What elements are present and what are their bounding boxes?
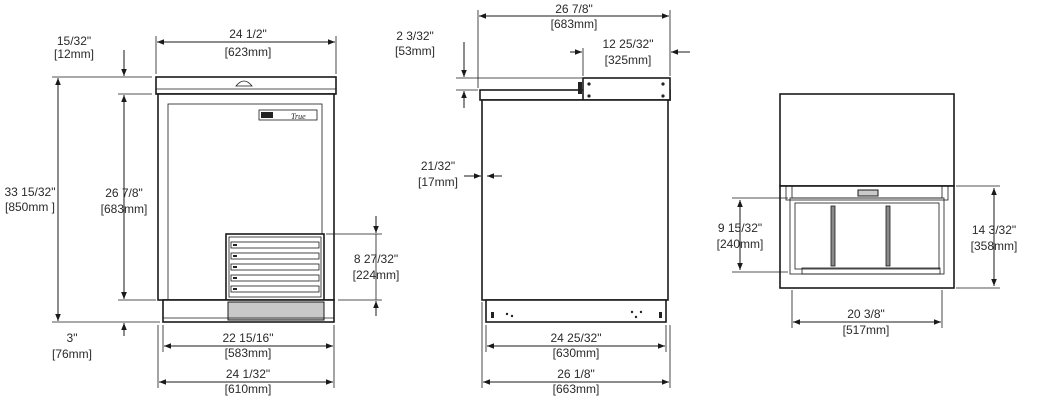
label-open-height-metric: [358mm] [971, 239, 1018, 253]
label-top-width-metric: [623mm] [225, 45, 272, 59]
drawer-slats [230, 241, 320, 293]
label-top-depth-metric: [683mm] [551, 17, 598, 31]
brand-badge-text: True [291, 112, 306, 121]
label-total-height-metric: [850mm ] [5, 200, 55, 214]
label-overall-depth-imperial: 26 1/8" [557, 367, 595, 381]
front-view: True [155, 76, 337, 323]
side-view [479, 77, 671, 323]
label-offset-metric: [17mm] [418, 175, 458, 189]
label-lid-depth-metric: [325mm] [605, 53, 652, 67]
side-base [485, 299, 667, 323]
label-overall-depth-metric: [663mm] [553, 382, 600, 396]
label-total-height-imperial: 33 15/32" [5, 185, 56, 199]
label-lid-height-imperial: 2 3/32" [396, 29, 434, 43]
divider-right [885, 205, 891, 267]
label-inner-width-imperial: 22 15/16" [223, 331, 274, 345]
open-view [779, 93, 955, 289]
label-base-height-imperial: 3" [67, 331, 78, 345]
drawer-slat-tab [233, 244, 237, 246]
label-top-gap-imperial: 15/32" [57, 34, 91, 48]
drawer-slat [230, 241, 320, 249]
label-open-height-imperial: 14 3/32" [972, 223, 1016, 237]
front-lid-handle [235, 80, 253, 87]
side-lid-block [582, 77, 671, 101]
label-body-depth-metric: [630mm] [553, 346, 600, 360]
label-lid-depth-imperial: 12 25/32" [603, 37, 654, 51]
drawer-slat-tab [233, 266, 237, 268]
dimension-labels: 24 1/2" [623mm] 15/32" [12mm] 33 15/32" … [5, 2, 1018, 396]
dimension-lines [52, 10, 1000, 388]
front-top-lid [155, 76, 337, 95]
label-opening-height-metric: [240mm] [717, 237, 764, 251]
label-opening-height-imperial: 9 15/32" [718, 221, 762, 235]
label-opening-width-imperial: 20 3/8" [847, 307, 885, 321]
divider-left [830, 205, 836, 267]
open-cabinet-frame [779, 185, 955, 289]
front-grille [227, 301, 325, 321]
label-lid-height-metric: [53mm] [395, 44, 435, 58]
drawer-slat [230, 274, 320, 282]
drawer-slat-tab [233, 277, 237, 279]
label-outer-width-imperial: 24 1/32" [226, 367, 270, 381]
drawer-slat [230, 285, 320, 293]
drawer-slat-tab [233, 288, 237, 290]
label-top-width-imperial: 24 1/2" [229, 27, 267, 41]
label-cabinet-height-imperial: 26 7/8" [105, 186, 143, 200]
label-offset-imperial: 21/32" [421, 159, 455, 173]
label-top-depth-imperial: 26 7/8" [555, 2, 593, 16]
drawer-slat-tab [233, 255, 237, 257]
label-base-height-metric: [76mm] [52, 347, 92, 361]
label-opening-width-metric: [517mm] [843, 323, 890, 337]
label-drawer-height-metric: [224mm] [353, 268, 400, 282]
label-body-depth-imperial: 24 25/32" [551, 331, 602, 345]
brand-badge: True [258, 109, 318, 121]
label-cabinet-height-metric: [683mm] [101, 202, 148, 216]
open-lid [779, 93, 955, 187]
label-top-gap-metric: [12mm] [54, 47, 94, 61]
open-handle [857, 189, 879, 197]
label-outer-width-metric: [610mm] [225, 382, 272, 396]
label-drawer-height-imperial: 8 27/32" [354, 252, 398, 266]
drawer-slat [230, 263, 320, 271]
drawer-slat [230, 252, 320, 260]
label-inner-width-metric: [583mm] [225, 346, 272, 360]
side-body [481, 99, 669, 301]
